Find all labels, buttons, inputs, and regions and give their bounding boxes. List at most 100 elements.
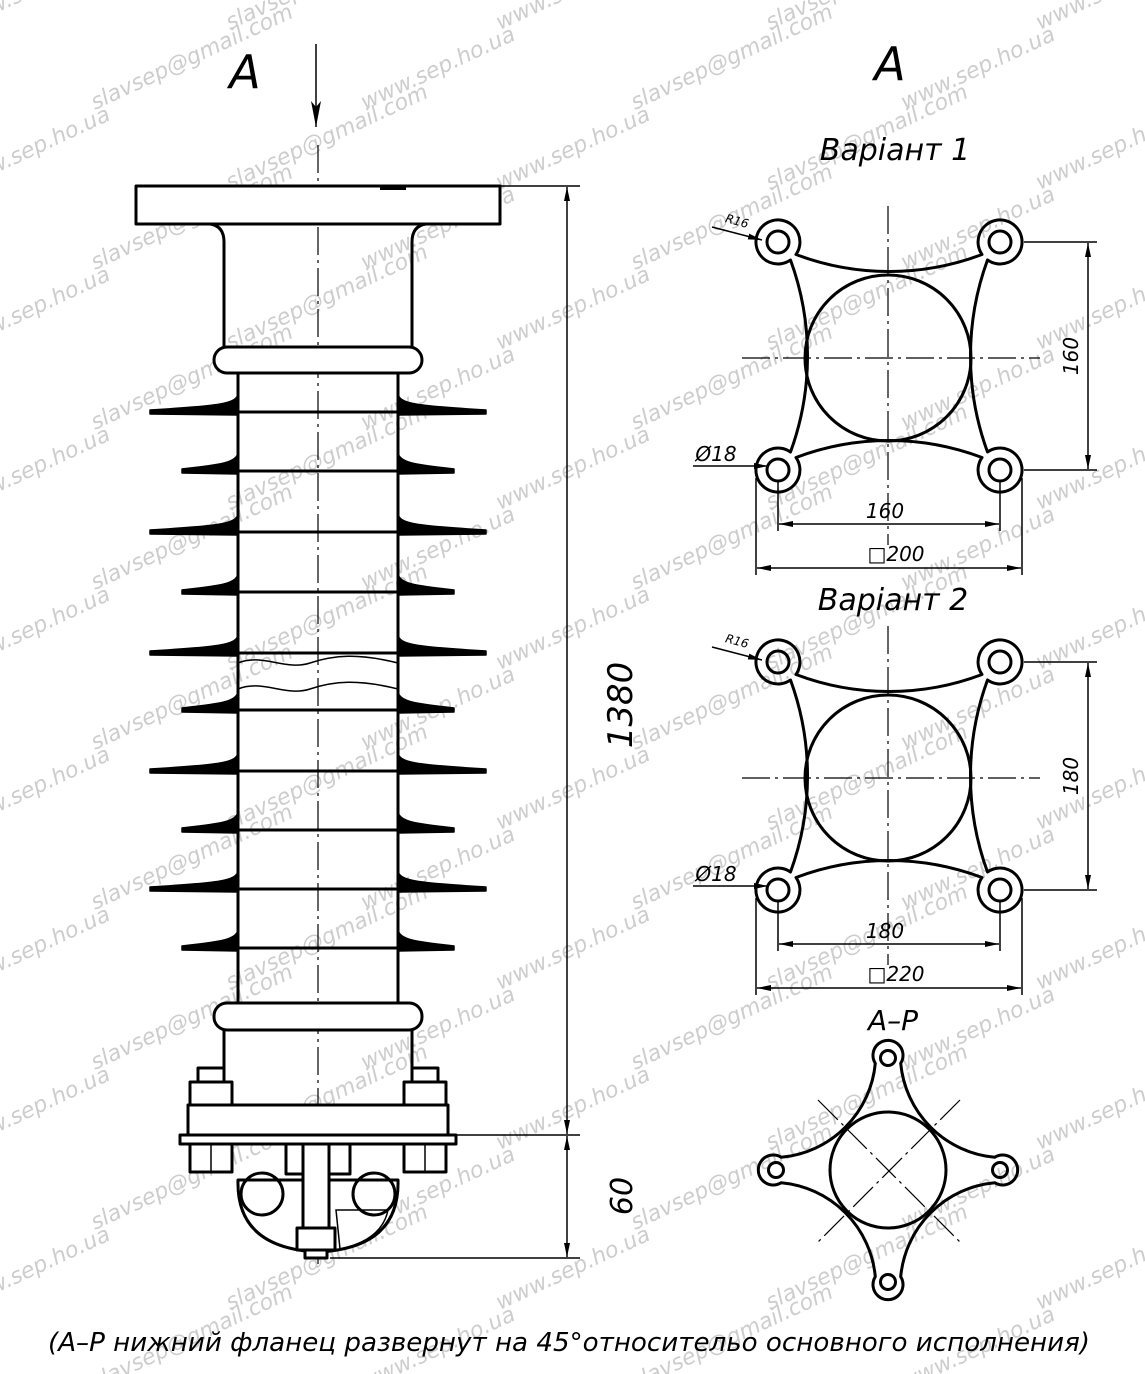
watermark-text: www.sep.ho.ua (492, 1062, 654, 1155)
variant-1-hole-top-left (765, 229, 791, 255)
watermark-text: www.sep.ho.ua (0, 742, 114, 835)
variant-1-flange-size-label: □200 (867, 542, 924, 566)
flange-variant-1: Варіант 1 160 160 □200 R16 Ø18 (693, 133, 1097, 575)
watermark-text: slavsep@gmail.com (87, 800, 297, 916)
watermark-text: www.sep.ho.ua (1032, 102, 1145, 195)
watermark-text: slavsep@gmail.com (627, 480, 837, 596)
variant-2-hole-top-left (765, 649, 791, 675)
watermark-text: slavsep@gmail.com (87, 640, 297, 756)
watermark-text: www.sep.ho.ua (0, 1062, 114, 1155)
shed-right-half (397, 512, 487, 536)
shed-right-half (397, 690, 455, 714)
variant-1-flange-outline (754, 218, 1024, 494)
shed-left-half (181, 928, 239, 952)
watermark-text: slavsep@gmail.com (87, 1280, 297, 1374)
watermark-text: www.sep.ho.ua (0, 582, 114, 675)
shed-small (181, 572, 455, 596)
variant-2-flange-outline (754, 638, 1024, 914)
shed-small (181, 928, 455, 952)
watermark-text: www.sep.ho.ua (492, 902, 654, 995)
watermark-text: www.sep.ho.ua (1032, 902, 1145, 995)
rotated-flange-hole-top (879, 1049, 897, 1067)
rotated-flange-hole-right (991, 1161, 1009, 1179)
watermark-text: www.sep.ho.ua (492, 0, 654, 35)
watermark-text: www.sep.ho.ua (492, 1222, 654, 1315)
watermark-text: slavsep@gmail.com (87, 0, 297, 115)
shed-right-half (397, 572, 455, 596)
variant-1-spacing-vertical-label: 160 (1059, 337, 1083, 375)
shed-small (181, 451, 455, 475)
clevis-bolt-nut (303, 1248, 329, 1260)
clevis-pin-left (239, 1171, 285, 1217)
shed-large (149, 392, 487, 416)
shed-left-half (149, 869, 239, 893)
shed-large (149, 512, 487, 536)
watermark-text: www.sep.ho.ua (1032, 1062, 1145, 1155)
variant-2-lobe-radius-label: R16 (724, 631, 751, 651)
variant-2-center-bore (803, 693, 973, 863)
break-line-upper (237, 655, 399, 666)
nut-top-left (188, 1080, 234, 1107)
variant-1-title: Варіант 1 (820, 133, 970, 168)
watermark-text: www.sep.ho.ua (492, 582, 654, 675)
shed-left-half (181, 572, 239, 596)
flange-variant-2: Варіант 2 180 180 □220 R16 Ø18 (693, 583, 1097, 995)
variant-2-hole-diameter-label: Ø18 (694, 862, 736, 886)
variant-2-radius-leader (711, 646, 763, 661)
shed-right-half (397, 633, 487, 657)
view-arrow-label: А (226, 45, 260, 99)
watermark-text: slavsep@gmail.com (627, 1280, 837, 1374)
shed-left-half (149, 751, 239, 775)
rotated-flange-outline (756, 1038, 1020, 1302)
bottom-flange (186, 1103, 450, 1137)
variant-1-spacing-horizontal-label: 160 (866, 499, 904, 523)
watermark-text: slavsep@gmail.com (87, 320, 297, 436)
rotated-flange-title: А–Р (866, 1004, 918, 1037)
shed-right-half (397, 810, 455, 834)
clevis-pin-right (351, 1171, 397, 1217)
variant-1-center-bore (803, 273, 973, 443)
watermark-text: www.sep.ho.ua (0, 102, 114, 195)
variant-1-radius-leader (711, 226, 763, 241)
shed-group (149, 392, 487, 952)
overall-length-label: 1380 (601, 662, 641, 749)
bolt-washer-right (410, 1066, 440, 1084)
watermark-text: slavsep@gmail.com (627, 0, 837, 115)
insulator-side-view (134, 145, 502, 1264)
rotated-flange-hole-bottom (879, 1273, 897, 1291)
shed-left-half (181, 451, 239, 475)
shed-large (149, 751, 487, 775)
shed-left-half (149, 392, 239, 416)
break-line-lower (237, 681, 399, 692)
nut-top-right (402, 1080, 448, 1107)
top-flange (134, 184, 502, 226)
variant-1-hole-top-right (987, 229, 1013, 255)
shed-large (149, 633, 487, 657)
shed-left-half (181, 810, 239, 834)
rotated-flange-hole-left (767, 1161, 785, 1179)
top-neck-right (410, 222, 428, 349)
variant-1-hole-diameter-label: Ø18 (694, 442, 736, 466)
variant-2-hole-bottom-left (765, 877, 791, 903)
shed-left-half (149, 633, 239, 657)
shed-right-half (397, 928, 455, 952)
watermark-text: slavsep@gmail.com (87, 480, 297, 596)
watermark-text: www.sep.ho.ua (492, 102, 654, 195)
shed-right-half (397, 751, 487, 775)
shed-right-half (397, 451, 455, 475)
fitting-length-label: 60 (605, 1177, 640, 1215)
bottom-ring (212, 1001, 424, 1032)
shed-left-half (149, 512, 239, 536)
top-neck-left (208, 222, 226, 349)
watermark-text: www.sep.ho.ua (0, 422, 114, 515)
watermark-text: www.sep.ho.ua (0, 262, 114, 355)
variant-1-hole-bottom-right (987, 457, 1013, 483)
caption: (А–Р нижний фланец развернут на 45°относ… (48, 1328, 1090, 1358)
flange-rotated-view: А–Р (756, 1004, 1020, 1302)
watermark-text: www.sep.ho.ua (0, 902, 114, 995)
watermark-text: www.sep.ho.ua (492, 422, 654, 515)
variant-2-hole-top-right (987, 649, 1013, 675)
section-view-label: А (871, 37, 905, 91)
watermark-text: www.sep.ho.ua (492, 262, 654, 355)
